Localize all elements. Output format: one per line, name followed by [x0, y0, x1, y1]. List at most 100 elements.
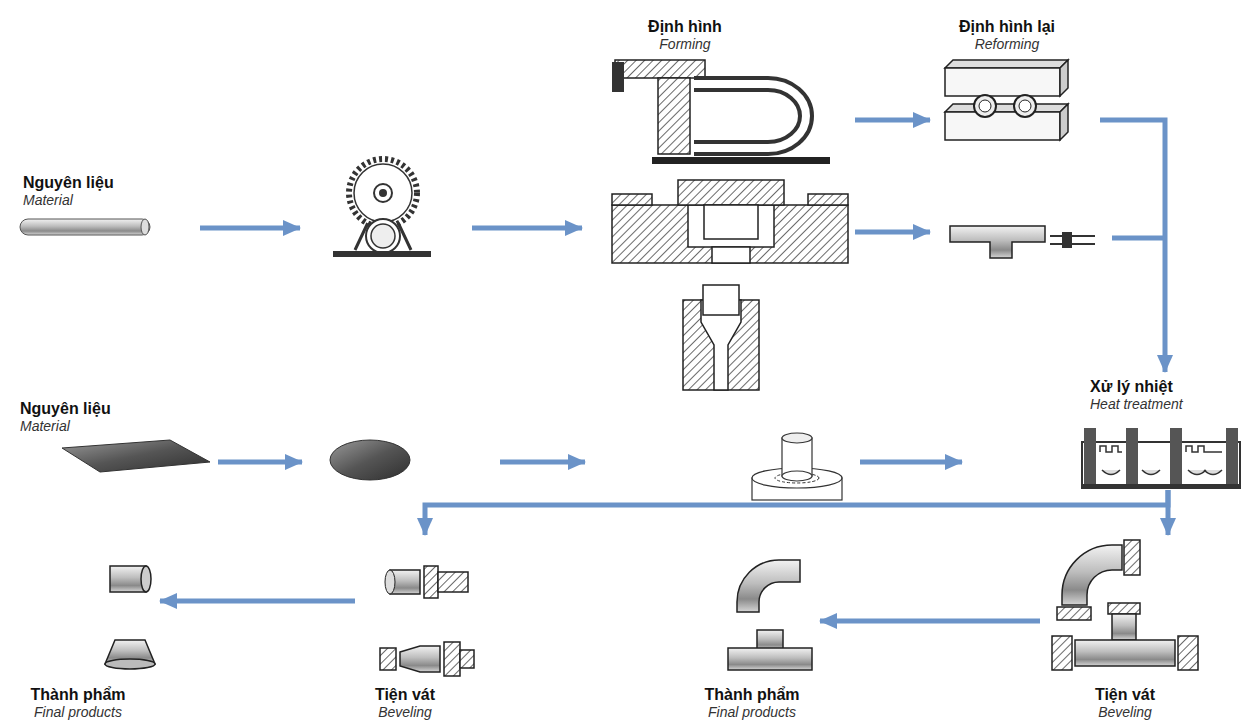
deep-drawing-press [752, 433, 842, 500]
beveling-fittings [1178, 636, 1198, 670]
step-label: Tiện vátBeveling [1095, 686, 1155, 720]
bending-die [694, 84, 806, 148]
flow-arrow [160, 599, 355, 604]
reforming-die [979, 100, 991, 112]
step-subtitle: Beveling [375, 704, 435, 720]
deep-drawing-press [782, 438, 812, 476]
bending-die [694, 84, 806, 148]
cutting-saw [333, 251, 431, 257]
step-subtitle: Material [23, 192, 114, 208]
process-step: Tiện vátBeveling [1040, 535, 1210, 724]
cutting-saw [349, 159, 417, 227]
elbow-tee-products [757, 630, 783, 650]
blank-disc [330, 440, 410, 480]
step-title: Nguyên liệu [20, 400, 111, 418]
elbow-tee-products [737, 560, 800, 612]
step-label: Xử lý nhiệtHeat treatment [1090, 378, 1183, 412]
step-title: Tiện vát [1095, 686, 1155, 704]
flow-arrow [218, 460, 302, 465]
step-subtitle: Reforming [959, 36, 1055, 52]
step-subtitle: Beveling [1095, 704, 1155, 720]
step-label: Thành phẩmFinal products [704, 686, 799, 720]
flow-arrow [855, 230, 930, 235]
extrusion-die [703, 285, 739, 315]
flow-arrow [1166, 490, 1171, 535]
reforming-die [1060, 104, 1068, 140]
beveling-fittings [1112, 614, 1136, 640]
step-label: Định hìnhForming [648, 18, 722, 52]
step-title: Tiện vát [375, 686, 435, 704]
step-subtitle: Final products [704, 704, 799, 720]
cutting-saw [333, 159, 431, 257]
process-step: Định hìnhForming [605, 16, 855, 392]
flow-arrow [472, 226, 582, 231]
reforming-die [974, 95, 996, 117]
tee-forming [950, 226, 1045, 258]
beveling-fittings [1108, 603, 1140, 614]
reforming-die [945, 104, 1068, 112]
process-step: Thành phẩmFinal products [690, 562, 820, 724]
cutting-saw [354, 164, 412, 222]
elbow-tee-products [728, 560, 812, 670]
process-step: Định hình lạiReforming [930, 16, 1100, 256]
press-die [808, 194, 848, 205]
sheet-stock [62, 440, 210, 472]
reforming-die [1014, 95, 1036, 117]
step-subtitle: Forming [648, 36, 722, 52]
step-subtitle: Material [20, 418, 111, 434]
heat-treatment-furnace [1082, 428, 1240, 488]
press-die [612, 205, 848, 263]
cutting-saw [366, 219, 400, 253]
step-subtitle: Heat treatment [1090, 396, 1183, 412]
heat-treatment-furnace [1082, 484, 1240, 488]
step-title: Thành phẩm [30, 686, 125, 704]
flow-arrow [1100, 120, 1165, 372]
tee-forming [950, 226, 1095, 258]
bar-stock [20, 219, 150, 235]
step-title: Định hình [648, 18, 722, 36]
process-step: Tiện vátBeveling [355, 535, 480, 724]
beveling-cap-reducer [424, 566, 438, 598]
tee-forming [1062, 232, 1072, 248]
beveling-cap-reducer [438, 572, 468, 592]
step-title: Nguyên liệu [23, 174, 114, 192]
bar-stock [141, 219, 149, 235]
bending-die [658, 78, 690, 154]
flow-arrow [1112, 236, 1165, 241]
heat-treatment-furnace [1082, 442, 1240, 488]
press-die [678, 180, 784, 205]
cutting-saw [374, 184, 392, 202]
beveling-cap-reducer [380, 566, 474, 676]
press-die [612, 194, 652, 205]
beveling-fittings [1057, 607, 1091, 620]
heat-treatment-furnace [1186, 446, 1222, 452]
bending-die [612, 60, 830, 164]
process-step: Nguyên liệuMaterial [15, 172, 160, 240]
step-subtitle: Final products [30, 704, 125, 720]
bending-die [652, 157, 830, 164]
step-title: Định hình lại [959, 18, 1055, 36]
beveling-cap-reducer [385, 570, 395, 594]
reforming-die [945, 60, 1068, 140]
beveling-cap-reducer [380, 648, 396, 670]
blank-disc [330, 440, 410, 480]
press-die [612, 180, 848, 263]
reforming-die [945, 68, 1060, 96]
cutting-saw [371, 224, 395, 248]
process-step: Nguyên liệuMaterial [15, 398, 215, 476]
press-die [704, 205, 758, 239]
tee-forming [1050, 236, 1095, 244]
flow-arrow [855, 118, 930, 123]
flow-arrow [820, 619, 1040, 624]
press-die [712, 247, 750, 263]
process-step: Thành phẩmFinal products [20, 552, 160, 724]
beveling-fittings [1052, 540, 1198, 670]
step-title: Thành phẩm [704, 686, 799, 704]
heat-treatment-furnace [1100, 446, 1122, 452]
beveling-fittings [1124, 540, 1140, 575]
deep-drawing-press [782, 471, 812, 481]
deep-drawing-press [752, 468, 842, 488]
reforming-die [945, 112, 1060, 140]
